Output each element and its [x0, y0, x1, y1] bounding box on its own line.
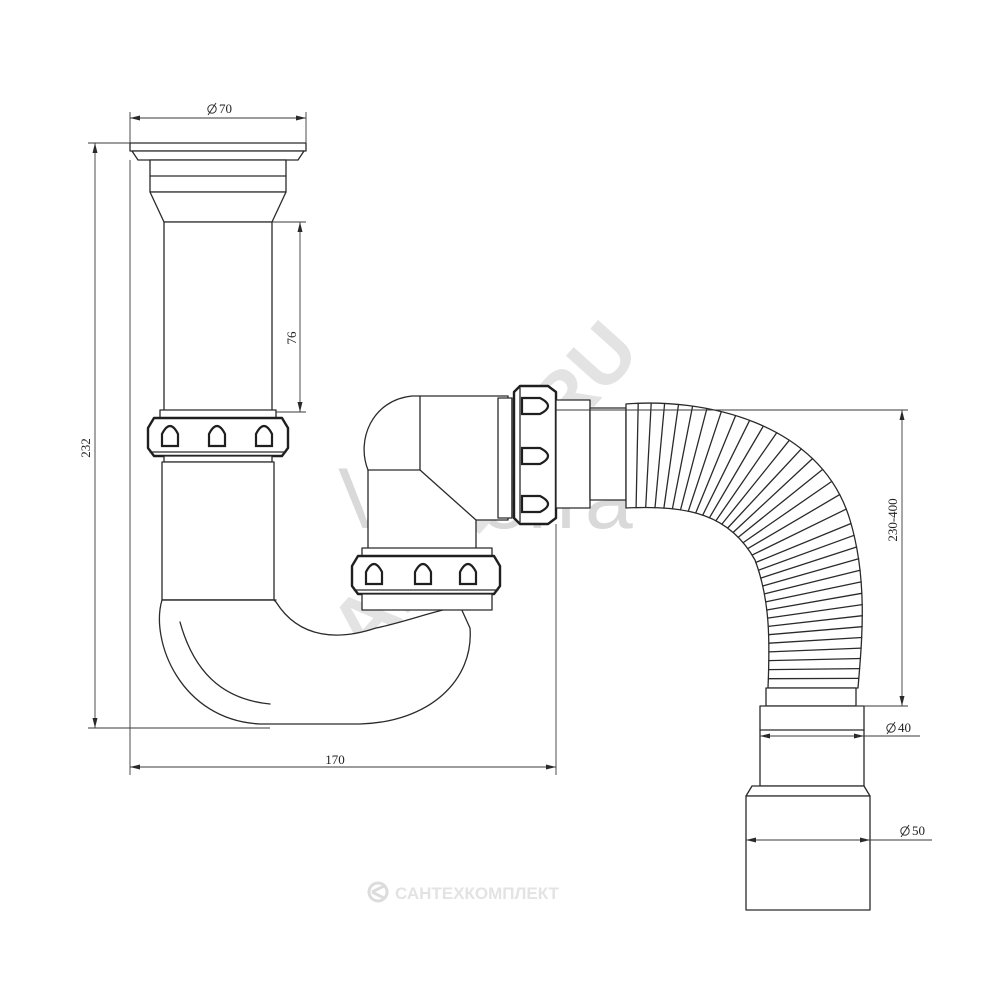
hose-rib [768, 657, 862, 662]
hose-rib [671, 405, 694, 510]
hose-rib [747, 493, 841, 550]
diameter-icon [207, 102, 217, 116]
hose-corrugations [635, 402, 863, 680]
hose-rib [763, 569, 861, 595]
hose-rib [727, 448, 802, 529]
outlet-adapter [745, 705, 871, 911]
hose-rib [766, 592, 863, 611]
hose-rib [721, 439, 790, 525]
drain-flange [129, 142, 307, 193]
hose-rib [732, 457, 814, 534]
upper-pipe [149, 191, 287, 413]
hose-rib [767, 626, 863, 636]
hose-rib [742, 480, 833, 544]
hose-rib [765, 581, 862, 603]
hose-rib [715, 432, 778, 522]
dim-pipe-length: 76 [284, 331, 299, 345]
dim-outlet-small: 40 [886, 720, 911, 735]
hose-rib [702, 419, 751, 516]
hose-rib [695, 414, 737, 514]
dim-outlet-small-value: 40 [898, 720, 911, 735]
hose-rib [751, 508, 847, 556]
dim-flange-value: 70 [219, 101, 232, 116]
top-union-nut [146, 409, 290, 463]
diameter-icon [900, 824, 910, 838]
dim-hose-length: 230-400 [885, 498, 900, 541]
hose-rib [768, 667, 861, 671]
hose-rib [654, 402, 666, 509]
lower-union-nut [350, 547, 502, 611]
dim-height-total: 232 [78, 438, 93, 458]
elbow-fitting [363, 395, 513, 557]
hose-rib [768, 647, 862, 653]
dim-outlet-large-value: 50 [912, 823, 925, 838]
hose-rib [767, 615, 863, 628]
hose-rib [645, 402, 652, 509]
watermark-footer: САНТЕХКОМПЛЕКТ [367, 881, 560, 903]
side-union-nut [512, 384, 627, 526]
hose-rib [762, 558, 860, 587]
hose-rib [755, 522, 852, 564]
hose-rib [687, 411, 722, 512]
u-bend-trap [158, 461, 471, 725]
dimension-labels: 70 232 76 170 230-400 40 50 [78, 101, 925, 838]
dim-flange-diameter: 70 [207, 101, 232, 116]
hose-rib [760, 546, 858, 579]
hose-rib [737, 468, 824, 538]
hose-rib [757, 534, 855, 571]
watermark-footer-text: САНТЕХКОМПЛЕКТ [395, 884, 560, 903]
corrugated-hose [625, 402, 863, 707]
hose-rib [708, 425, 765, 519]
dim-width-total: 170 [325, 752, 345, 767]
dimension-lines [88, 112, 932, 843]
hose-rib [679, 407, 708, 511]
hose-rib [663, 403, 680, 509]
diameter-icon [886, 721, 896, 735]
hose-rib [635, 402, 639, 509]
dim-outlet-large: 50 [900, 823, 925, 838]
hose-rib [766, 603, 863, 619]
hose-rib [768, 636, 863, 644]
sk-logo-icon [367, 881, 389, 903]
